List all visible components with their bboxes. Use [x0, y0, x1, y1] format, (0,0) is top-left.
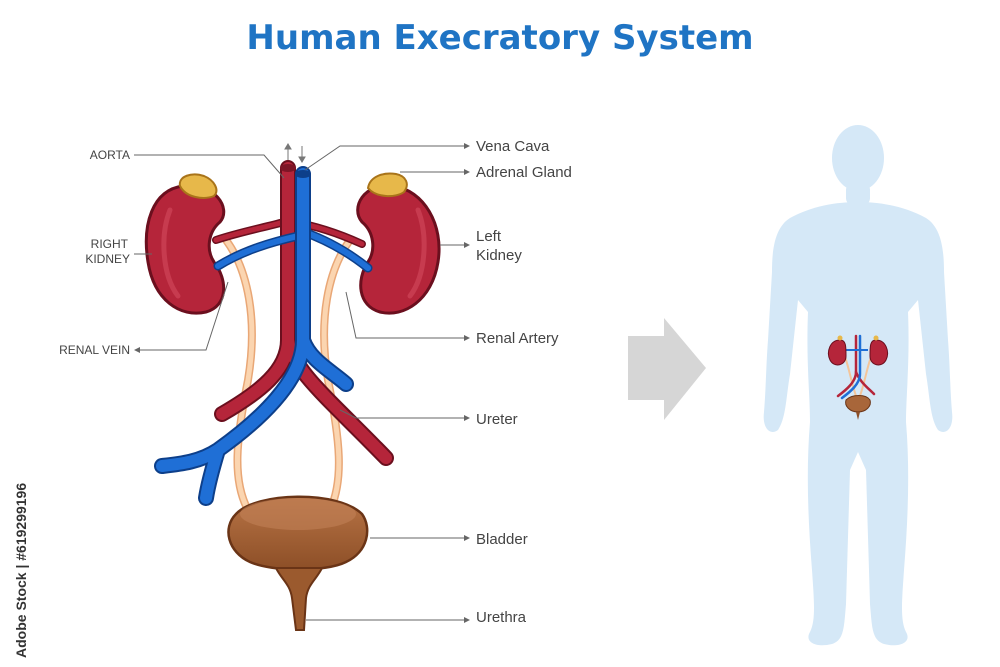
label-left-kidney-line1: Left	[476, 228, 502, 245]
label-left-kidney-line2: Kidney	[476, 247, 522, 264]
mini-urinary-system	[827, 334, 889, 420]
label-adrenal-gland: Adrenal Gland	[476, 164, 572, 181]
stock-id-text: Adobe Stock | #619299196	[13, 483, 29, 658]
left-kidney	[356, 184, 441, 315]
human-silhouette	[763, 125, 953, 646]
aorta	[214, 160, 394, 466]
label-renal-artery: Renal Artery	[476, 330, 559, 347]
label-urethra: Urethra	[476, 609, 527, 626]
arrow-right-icon	[628, 318, 706, 420]
diagram-title: Human Execratory System	[246, 18, 754, 58]
urethra	[274, 567, 324, 631]
right-kidney	[144, 184, 226, 315]
ureters	[222, 236, 354, 514]
leader-lines	[134, 145, 466, 621]
label-aorta: AORTA	[90, 148, 130, 162]
label-right-kidney-line1: RIGHT	[91, 237, 129, 251]
stock-id-watermark: Adobe Stock | #619299196	[13, 483, 29, 658]
vena-cava	[154, 166, 354, 506]
leader-arrowheads-icon	[134, 143, 470, 623]
right-adrenal-gland	[178, 173, 218, 199]
label-renal-vein: RENAL VEIN	[59, 343, 130, 357]
left-adrenal-gland	[366, 172, 408, 198]
flow-arrows-icon	[284, 143, 306, 163]
label-vena-cava: Vena Cava	[476, 138, 550, 155]
label-right-kidney-line2: KIDNEY	[85, 252, 130, 266]
label-ureter: Ureter	[476, 411, 518, 428]
bladder	[227, 495, 369, 571]
label-bladder: Bladder	[476, 531, 528, 548]
